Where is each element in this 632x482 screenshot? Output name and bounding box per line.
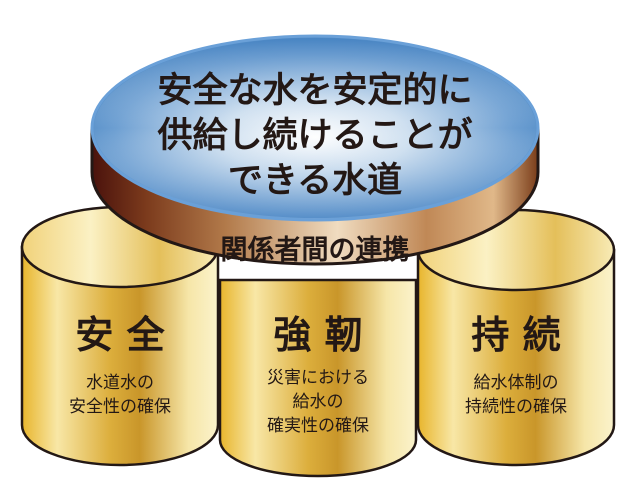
pillar-subtitle-resilience-line-2: 給水の xyxy=(293,392,344,412)
pillar-subtitle-safety-line-2: 安全性の確保 xyxy=(69,397,171,417)
pillar-subtitle-safety-line-1: 水道水の xyxy=(86,373,154,393)
vision-title-line-2: 供給し続けることが xyxy=(157,116,472,156)
pillar-title-sustainability: 持 続 xyxy=(471,313,560,357)
band-label-stakeholder-collaboration: 関係者間の連携 xyxy=(221,235,410,266)
pillar-resilience xyxy=(218,278,418,478)
pillar-subtitle-resilience-line-3: 確実性の確保 xyxy=(267,416,369,436)
vision-title-line-3: できる水道 xyxy=(228,161,402,201)
pillar-subtitle-sustainability-line-2: 持続性の確保 xyxy=(465,397,567,417)
vision-title-line-1: 安全な水を安定的に xyxy=(157,70,472,111)
pillar-subtitle-sustainability-line-1: 給水体制の xyxy=(474,373,559,393)
pillar-subtitle-resilience-line-1: 災害における xyxy=(267,368,369,388)
pillar-title-safety: 安 全 xyxy=(75,313,165,357)
top-disc xyxy=(90,34,540,266)
pillar-title-resilience: 強 靭 xyxy=(273,313,362,357)
vision-title: 安全な水を安定的に 供給し続けることが できる水道 xyxy=(157,70,472,201)
